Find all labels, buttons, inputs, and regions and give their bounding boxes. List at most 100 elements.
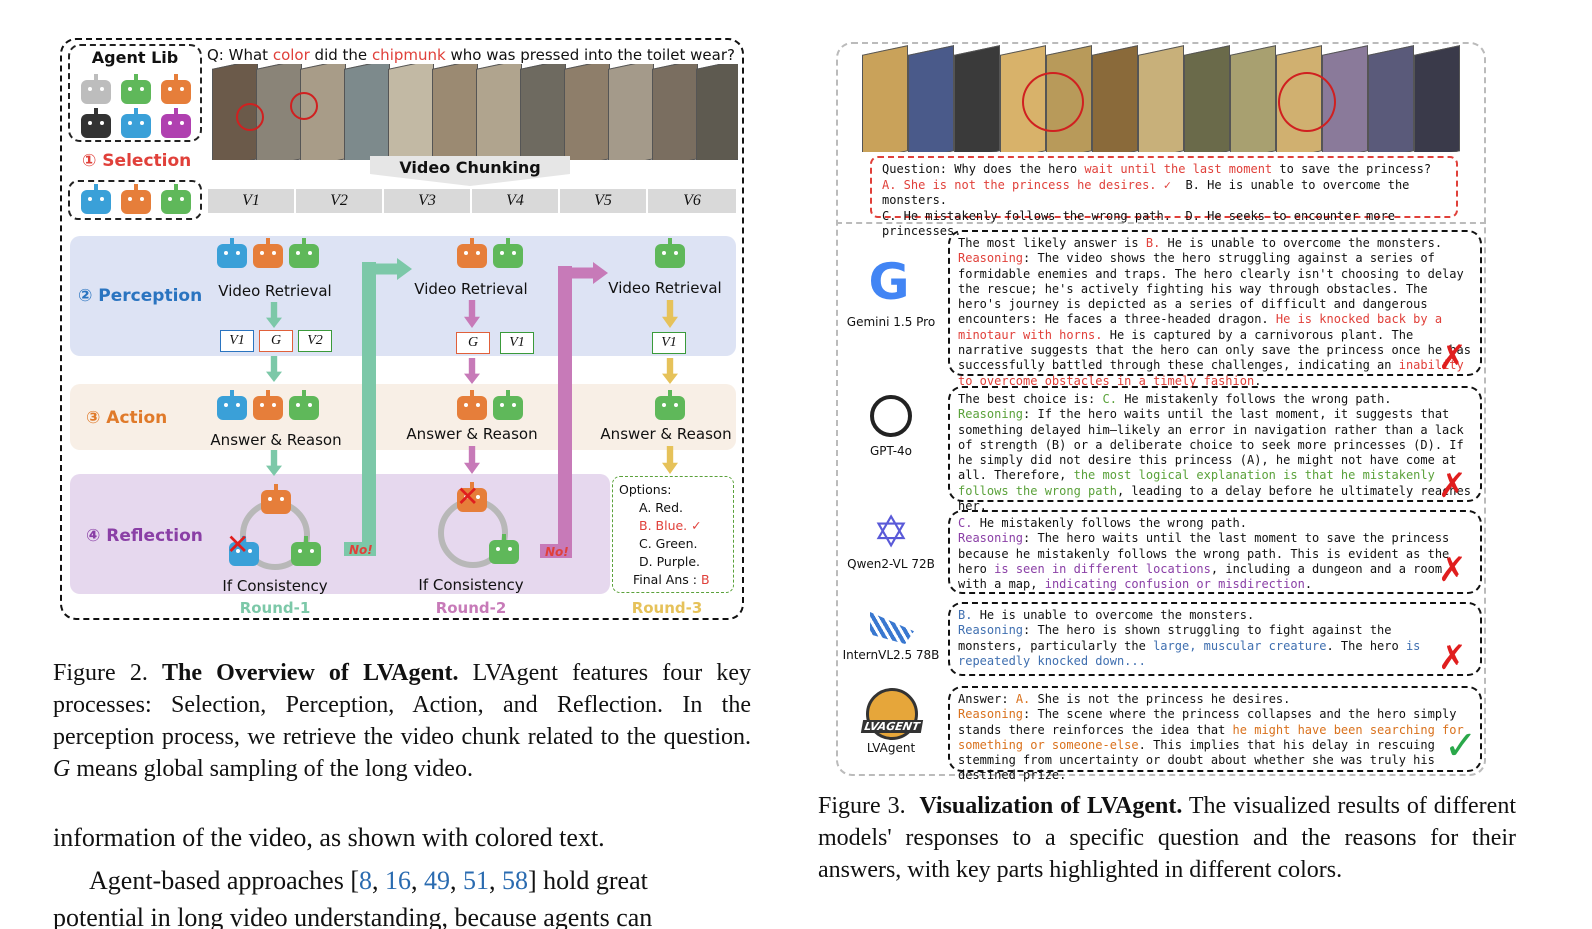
figure3-question-box: Question: Why does the hero wait until t… <box>870 156 1458 238</box>
round2-if-consistency: If Consistency <box>418 576 524 594</box>
robot-icon <box>121 184 151 214</box>
round1-reflect-robot <box>288 536 324 571</box>
video-frame <box>1368 45 1414 152</box>
figure3-frame <box>836 42 1486 776</box>
citation-link[interactable]: 58 <box>502 866 528 895</box>
chunk-row: V1 V2 V3 V4 V5 V6 <box>208 189 736 213</box>
video-frame <box>520 64 566 160</box>
robot-icon <box>493 390 523 420</box>
qwen-wrong-icon: ✗ <box>1438 550 1467 590</box>
robot-icon <box>161 108 191 138</box>
round2-chip: G <box>456 332 490 354</box>
gemini-response: The most likely answer is B. He is unabl… <box>948 230 1482 388</box>
body-line-3: potential in long video understanding, b… <box>53 903 653 929</box>
round2-no-label: No! <box>545 545 569 559</box>
robot-icon <box>161 184 191 214</box>
robot-icon <box>253 238 283 268</box>
robot-icon <box>217 238 247 268</box>
robot-icon <box>121 108 151 138</box>
video-frame <box>608 64 654 160</box>
chunk-cell: V1 <box>208 189 294 213</box>
video-frame <box>1414 45 1460 152</box>
video-frame <box>862 45 908 152</box>
highlight-circle <box>236 103 264 131</box>
round1-chip: G <box>259 330 293 352</box>
video-frame <box>1092 45 1138 152</box>
internvl-wrong-icon: ✗ <box>1438 638 1467 678</box>
body-line-1: information of the video, as shown with … <box>53 823 605 852</box>
option-b: B. Blue. ✓ <box>639 518 702 533</box>
round2-answer-reason: Answer & Reason <box>406 425 538 443</box>
highlight-circle <box>1278 72 1336 132</box>
options-title: Options: <box>619 482 672 497</box>
round1-chip: V1 <box>220 330 254 352</box>
figure3-options-row2: C. He mistakenly follows the wrong path.… <box>882 208 1395 239</box>
chunk-cell: V6 <box>648 189 736 213</box>
cartoon-frames-strip <box>862 44 1460 152</box>
round2-reflect-robot <box>454 482 490 517</box>
robot-icon <box>655 390 685 420</box>
figure2-frame <box>60 38 744 620</box>
option-c: C. Green. <box>639 536 698 551</box>
round3-video-retrieval: Video Retrieval <box>608 279 722 297</box>
options-box: Options: A. Red. B. Blue. ✓ C. Green. D.… <box>612 476 734 593</box>
highlight-circle <box>1022 72 1084 132</box>
action-band <box>70 384 736 450</box>
video-frame <box>652 64 698 160</box>
highlight-circle <box>290 92 318 120</box>
citation-link[interactable]: 51 <box>463 866 489 895</box>
chunk-cell: V4 <box>472 189 558 213</box>
video-frame <box>432 64 478 160</box>
citation-link[interactable]: 16 <box>385 866 411 895</box>
option-a: A. Red. <box>639 500 684 515</box>
model-name-gpt4o: GPT-4o <box>869 444 913 458</box>
lvagent-logo-text: LVAGENT <box>860 720 924 733</box>
agent-lib-box: Agent Lib <box>68 44 202 142</box>
google-logo-icon: G <box>868 253 910 311</box>
reflection-label: ④ Reflection <box>86 526 203 546</box>
round1-reflect-robot <box>226 536 262 571</box>
robot-icon <box>457 482 487 512</box>
citation-link[interactable]: 49 <box>424 866 450 895</box>
round2-chip: V1 <box>500 332 534 354</box>
perception-label: ② Perception <box>78 286 203 306</box>
round2-cross-icon: ✕ <box>456 480 480 513</box>
figure3-divider <box>836 222 1486 224</box>
agent-lib-row-1 <box>78 74 194 109</box>
lvagent-correct-icon: ✓ <box>1444 723 1478 769</box>
round1-loop-arrow <box>362 262 376 556</box>
round1-label: Round-1 <box>239 599 311 617</box>
robot-icon <box>261 484 291 514</box>
round1-no-label: No! <box>349 543 373 557</box>
robot-icon <box>81 108 111 138</box>
figure2-question: Q: What color did the chipmunk who was p… <box>207 46 735 64</box>
round2-action-agents <box>454 390 526 425</box>
qwen-logo-icon: ✡ <box>872 507 910 558</box>
robot-icon <box>289 238 319 268</box>
citation-link[interactable]: 8 <box>359 866 372 895</box>
robot-icon <box>229 536 259 566</box>
robot-icon <box>655 238 685 268</box>
video-frame <box>344 64 390 160</box>
round2-loop-arrow <box>558 262 608 284</box>
action-label: ③ Action <box>86 408 168 428</box>
figure3-caption: Figure 3. Visualization of LVAgent. The … <box>818 793 1516 883</box>
video-frame <box>696 64 738 160</box>
chunk-cell: V5 <box>560 189 646 213</box>
round3-action-agents <box>652 390 688 425</box>
video-chunking-label: Video Chunking <box>399 158 541 177</box>
round1-loop-arrow <box>362 258 412 280</box>
round3-answer-reason: Answer & Reason <box>600 425 732 443</box>
robot-icon <box>81 74 111 104</box>
lvagent-response: Answer: A. She is not the princess he de… <box>948 686 1482 782</box>
video-frame <box>908 45 954 152</box>
robot-icon <box>121 74 151 104</box>
round1-if-consistency: If Consistency <box>222 577 328 595</box>
robot-icon <box>291 536 321 566</box>
internvl-response: B. He is unable to overcome the monsters… <box>948 602 1482 676</box>
robot-icon <box>253 390 283 420</box>
selection-label: ① Selection <box>82 151 192 171</box>
robot-icon <box>457 238 487 268</box>
model-name-lvagent: LVAgent <box>866 741 916 755</box>
round3-label: Round-3 <box>631 599 703 617</box>
